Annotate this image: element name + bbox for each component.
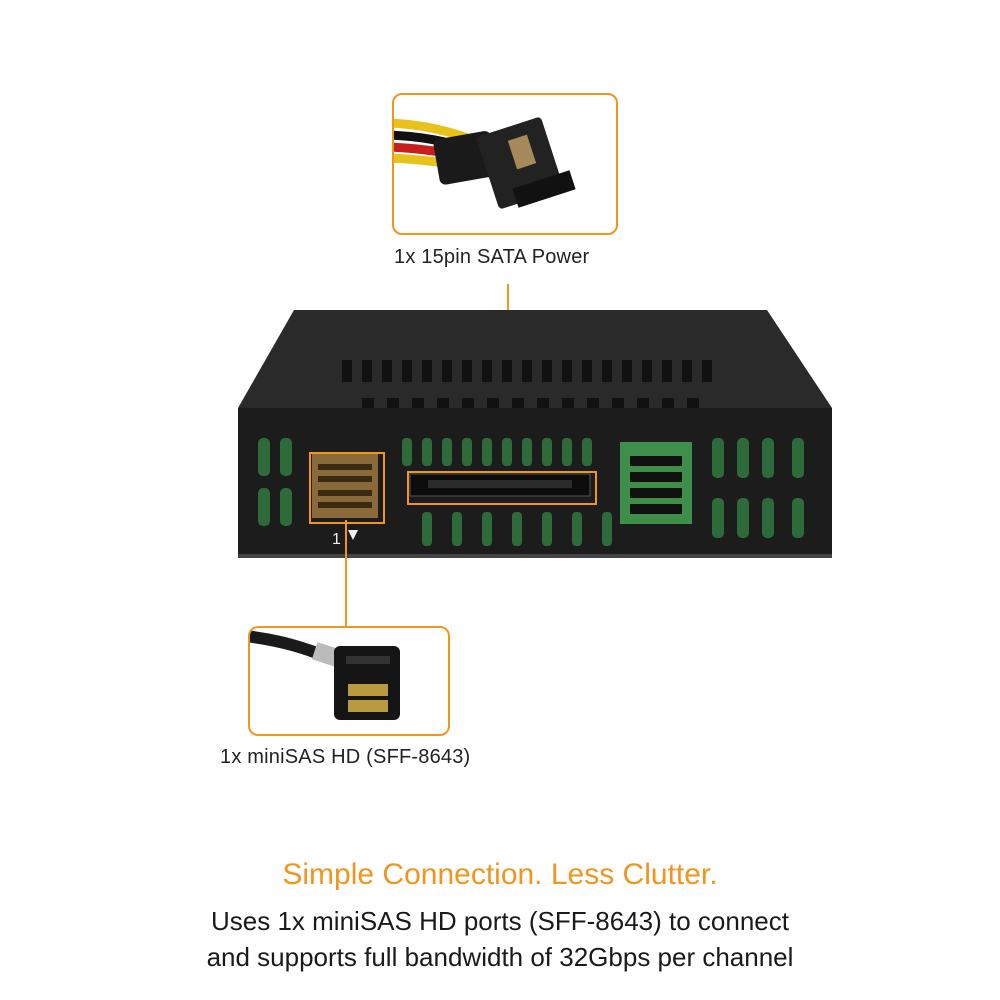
minisas-hd-cable-image [250,630,400,720]
body-text-line-1: Uses 1x miniSAS HD ports (SFF-8643) to c… [211,906,789,936]
headline: Simple Connection. Less Clutter. [282,858,718,891]
minisas-port-highlight [309,452,385,524]
port-number-label: 1 [332,531,341,548]
minisas-caption: 1x miniSAS HD (SFF-8643) [220,746,471,768]
sata-port-highlight [407,471,597,505]
minisas-leader-line [345,520,347,628]
minisas-callout-image [248,626,450,736]
sata-power-callout-image [392,93,618,235]
sata-power-caption: 1x 15pin SATA Power [394,246,590,268]
body-text-line-2: and supports full bandwidth of 32Gbps pe… [206,942,794,972]
sata-power-cable-image [394,117,576,209]
drive-enclosure-image: 1 [232,308,832,568]
